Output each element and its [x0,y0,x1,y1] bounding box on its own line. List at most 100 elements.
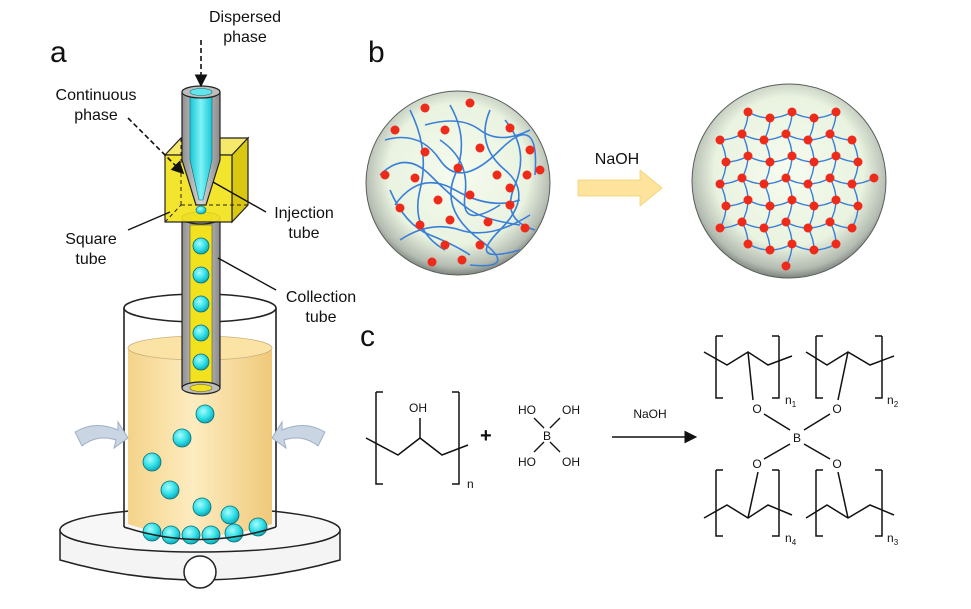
crosslink-node [847,179,857,189]
collected-droplets [142,404,268,545]
rotation-arrow-left-icon [74,420,129,450]
product-o-1: O [752,402,761,416]
crosslinker-dots [380,98,545,267]
product-b: B [793,431,801,445]
crosslink-node [759,179,769,189]
crosslink-node [803,135,813,145]
panel-letter-a: a [50,36,67,69]
crosslink-node [737,173,747,183]
label-collection-2: tube [305,309,336,326]
polymer-chains [379,104,537,267]
product-n3: n3 [887,531,899,547]
crosslink-node [743,151,753,161]
boric-ho-2: HO [518,455,536,469]
crosslink-nodes [715,107,879,271]
label-square-2: tube [75,251,106,268]
crosslink-node [765,245,775,255]
crosslink-node [759,135,769,145]
plus-sign: + [480,425,492,447]
product-n4: n4 [785,531,797,547]
crosslink-node [743,239,753,249]
product-o-2: O [832,402,841,416]
crosslink-node [803,179,813,189]
panel-b: b [365,36,887,279]
crosslink-node [825,173,835,183]
crosslink-node [853,201,863,211]
crosslink-node [831,151,841,161]
naoh-arrow: NaOH [577,151,663,207]
crosslink-node [737,129,747,139]
crosslink-node [787,239,797,249]
boric-oh-1: OH [562,403,580,417]
product-n1: n1 [785,393,797,409]
crosslink-node [809,113,819,123]
pva-oh: OH [409,401,427,415]
panel-c: c OH n + HO OH B HO OH NaOH [360,320,899,547]
crosslink-node [809,201,819,211]
crosslink-node [831,239,841,249]
boric-oh-2: OH [562,455,580,469]
crosslink-node [781,129,791,139]
crosslink-node [721,201,731,211]
label-square-1: Square [65,231,117,248]
sphere-uncrosslinked [365,90,551,276]
crosslink-node [787,151,797,161]
product-o-3: O [752,457,761,471]
crosslink-node [743,107,753,117]
crosslink-node [809,157,819,167]
pva-n: n [467,477,474,491]
boric-b: B [543,429,551,443]
sphere-crosslinked [691,83,887,279]
crosslink-node [765,201,775,211]
crosslink-node [787,107,797,117]
label-continuous-2: phase [74,107,118,124]
continuous-phase-arrow [127,117,185,175]
panel-letter-b: b [368,36,385,69]
crosslink-node [831,107,841,117]
reaction-naoh: NaOH [633,407,666,421]
crosslink-node [809,245,819,255]
crosslink-node [781,217,791,227]
rotation-arrow-right-icon [271,420,326,450]
label-dispersed-2: phase [223,29,267,46]
label-continuous-1: Continuous [56,87,137,104]
crosslink-node [759,223,769,233]
crosslink-node [743,195,753,205]
boric-ho-1: HO [518,403,536,417]
label-injection-2: tube [288,225,319,242]
crosslink-node [847,135,857,145]
crosslink-node [781,261,791,271]
square-tube-leader [127,211,171,231]
pva-structure [365,391,469,485]
label-dispersed-1: Dispersed [209,9,281,26]
collection-tube [181,211,221,395]
crosslink-node [721,157,731,167]
label-collection-1: Collection [286,289,356,306]
crosslink-node [715,135,725,145]
boric-acid [533,417,561,453]
injection-tube-leader [212,181,267,213]
panel-a: a [50,9,356,589]
label-injection-1: Injection [274,205,334,222]
collection-tube-leader [217,257,277,291]
crosslink-node [869,173,879,183]
crosslink-node [803,223,813,233]
crosslink-node [853,157,863,167]
crosslink-node [847,223,857,233]
injection-tube [181,85,221,215]
crosslink-node [715,223,725,233]
crosslink-node [737,217,747,227]
crosslink-node [825,129,835,139]
crosslink-node [831,195,841,205]
stir-knob [183,555,217,589]
borate-complex [703,335,895,537]
product-n2: n2 [887,393,899,409]
crosslink-node [765,157,775,167]
naoh-label-b: NaOH [595,151,639,168]
crosslink-node [765,113,775,123]
crosslink-node [715,179,725,189]
panel-letter-c: c [360,320,375,353]
product-o-4: O [832,457,841,471]
crosslink-node [787,195,797,205]
